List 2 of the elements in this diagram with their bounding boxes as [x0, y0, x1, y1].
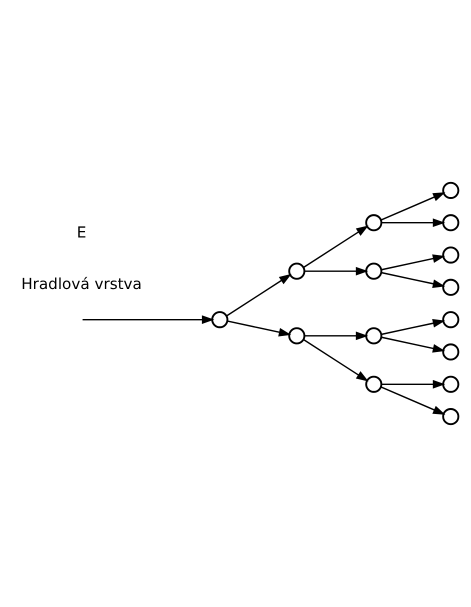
label: E	[76, 224, 86, 242]
label: Hradlová vrstva	[21, 275, 142, 294]
